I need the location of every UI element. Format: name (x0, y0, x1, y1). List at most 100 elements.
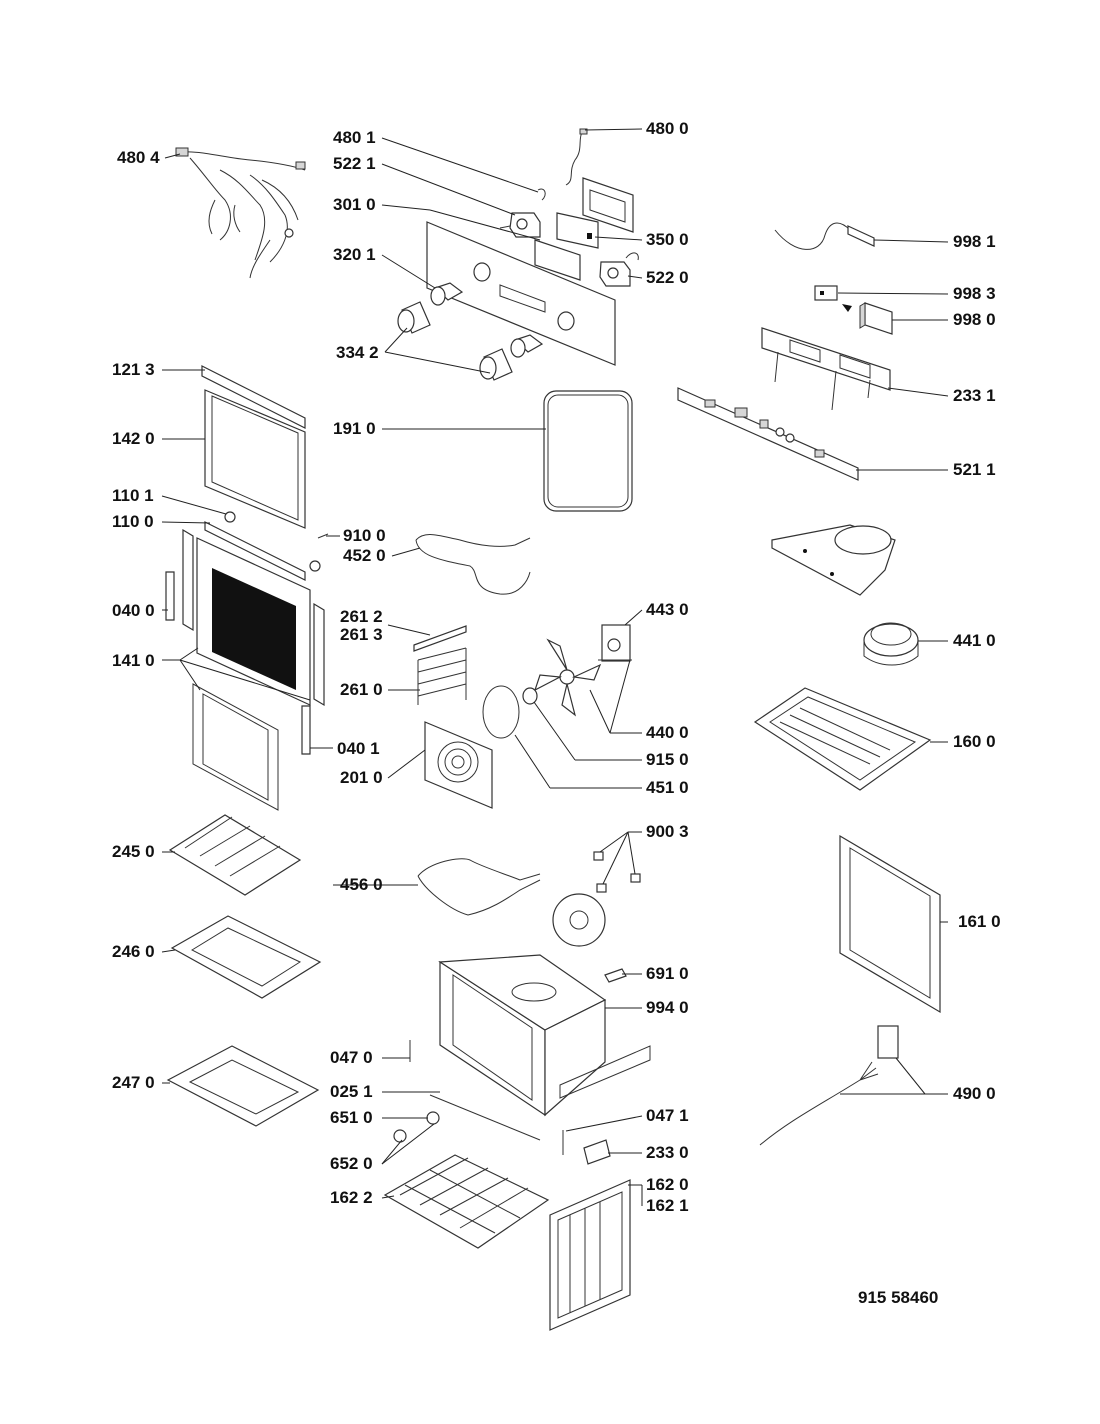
part-label: 480 1 (333, 128, 376, 147)
module-box-part (859, 302, 893, 335)
part-label: 350 0 (646, 230, 689, 249)
top-cover-part (753, 687, 932, 791)
part-label: 191 0 (333, 419, 376, 438)
part-label: 691 0 (646, 964, 689, 983)
leader-lines (161, 128, 949, 1206)
lamp-lens-part (426, 1111, 440, 1125)
part-label: 301 0 (333, 195, 376, 214)
power-cable-part (759, 1025, 899, 1146)
part-label: 443 0 (646, 600, 689, 619)
control-panel-part (426, 221, 616, 366)
front-strip-part (429, 1094, 541, 1141)
part-label: 452 0 (343, 546, 386, 565)
inner-door-part (182, 528, 325, 811)
selector-switch-part-2 (599, 252, 639, 287)
part-label: 121 3 (112, 360, 155, 379)
wiring-harness-part (175, 147, 306, 279)
part-label: 261 2 (340, 607, 383, 626)
outer-glass-part (204, 389, 306, 529)
part-label: 162 2 (330, 1188, 373, 1207)
part-label: 110 1 (112, 486, 154, 505)
baking-tray-part (170, 915, 322, 999)
part-label: 910 0 (343, 526, 386, 545)
rear-plate-part (552, 893, 606, 947)
cooling-fan-part (863, 622, 919, 666)
display-module-part (556, 212, 599, 249)
part-label: 162 0 (646, 1175, 689, 1194)
part-label: 141 0 (112, 651, 155, 670)
clip-part-3 (630, 873, 641, 883)
part-label: 915 0 (646, 750, 689, 769)
connector-block-part (583, 1139, 611, 1165)
part-label: 025 1 (330, 1082, 373, 1101)
part-label: 522 1 (333, 154, 376, 173)
part-label: 233 0 (646, 1143, 689, 1162)
hinge-pin-part (224, 511, 236, 523)
door-top-strip-part (201, 365, 306, 429)
part-label: 261 3 (340, 625, 383, 644)
grill-element-part (415, 534, 531, 595)
hinge-pin-part-2 (309, 560, 321, 572)
fan-blade-part (533, 638, 602, 717)
part-label: 161 0 (958, 912, 1001, 931)
oven-cavity-part (438, 954, 651, 1117)
lamp-part (604, 968, 627, 983)
deep-tray-part (166, 1045, 320, 1127)
part-label: 441 0 (953, 631, 996, 650)
bracket-part (582, 177, 634, 233)
door-gasket-part (543, 390, 633, 512)
part-label: 480 4 (117, 148, 160, 167)
side-panel-part (839, 834, 941, 1014)
part-label: 261 0 (340, 680, 383, 699)
part-label: 998 1 (953, 232, 996, 251)
part-labels: 480 4 480 1 480 0 522 1 301 0 350 0 998 … (112, 119, 1001, 1307)
selector-switch-part-1 (499, 212, 541, 238)
part-label: 160 0 (953, 732, 996, 751)
fan-motor-part (598, 624, 632, 662)
part-label: 040 1 (337, 739, 380, 758)
clip-part-2 (596, 883, 607, 893)
part-label: 998 0 (953, 310, 996, 329)
part-label: 040 0 (112, 601, 155, 620)
part-label: 490 0 (953, 1084, 996, 1103)
clip-part-1 (593, 851, 604, 861)
wire-part (565, 128, 588, 186)
part-label: 247 0 (112, 1073, 155, 1092)
part-label: 246 0 (112, 942, 155, 961)
part-label: 480 0 (646, 119, 689, 138)
label-chip-part (814, 285, 852, 312)
part-label: 047 0 (330, 1048, 373, 1067)
cooling-duct-part (771, 524, 896, 596)
part-label: 201 0 (340, 768, 383, 787)
part-label: 110 0 (112, 512, 154, 531)
ring-element-part (482, 685, 520, 739)
part-label: 521 1 (953, 460, 996, 479)
lower-element-part (417, 858, 541, 916)
part-label: 522 0 (646, 268, 689, 287)
fan-cover-part (424, 721, 493, 809)
part-label: 994 0 (646, 998, 689, 1017)
cable-part (774, 222, 875, 250)
circuit-board-part (677, 387, 859, 481)
door-bottom-strip-part (204, 521, 306, 581)
part-label: 142 0 (112, 429, 155, 448)
screw-part (317, 533, 329, 539)
part-label: 334 2 (336, 343, 379, 362)
part-label: 440 0 (646, 723, 689, 742)
part-label: 652 0 (330, 1154, 373, 1173)
shelf-support-part (413, 625, 467, 705)
part-label: 245 0 (112, 842, 155, 861)
part-label: 456 0 (340, 875, 383, 894)
part-label: 047 1 (646, 1106, 689, 1125)
part-label: 998 3 (953, 284, 996, 303)
part-label: 233 1 (953, 386, 996, 405)
part-label: 320 1 (333, 245, 376, 264)
wire-shelf-part (168, 814, 302, 896)
knob-part (397, 301, 513, 381)
fan-nut-part (522, 687, 538, 705)
lamp-socket-part (393, 1129, 407, 1143)
part-label: 900 3 (646, 822, 689, 841)
part-label: 451 0 (646, 778, 689, 797)
